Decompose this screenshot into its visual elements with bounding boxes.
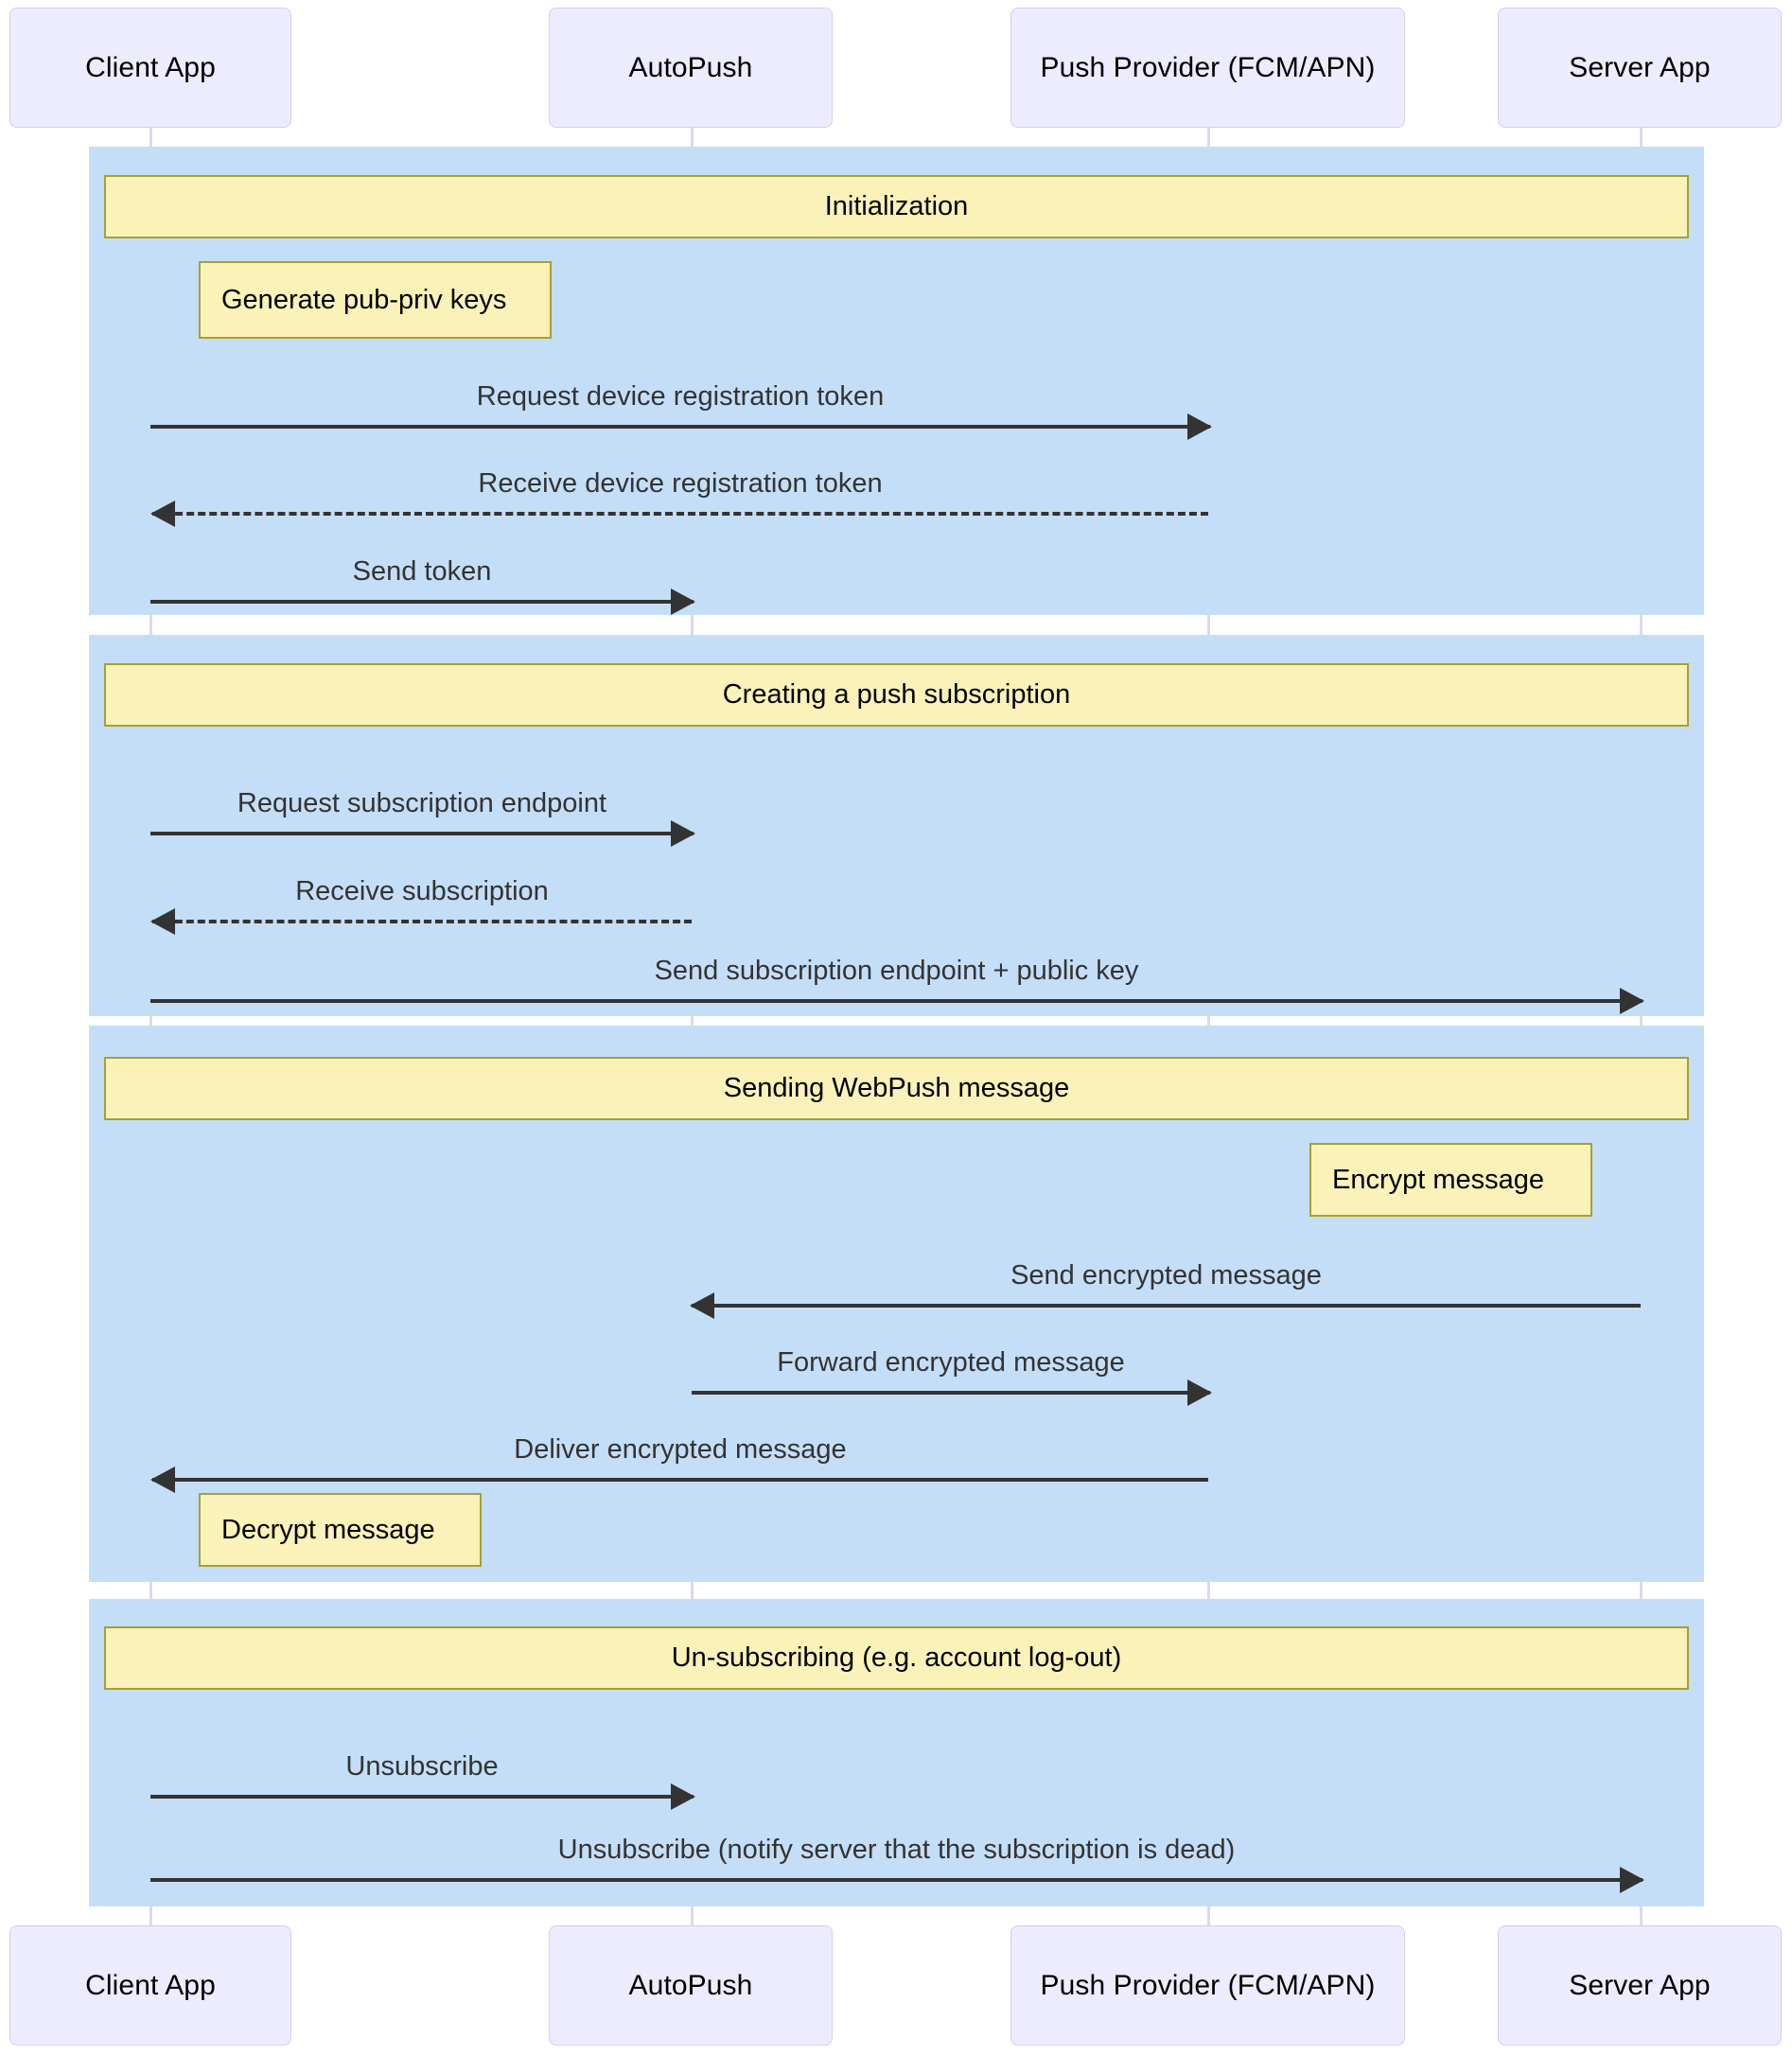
message-label: Forward encrypted message (777, 1347, 1125, 1378)
participant-label: AutoPush (628, 1970, 753, 2001)
message-label: Unsubscribe (notify server that the subs… (557, 1835, 1236, 1865)
message-line (150, 425, 1210, 429)
message-arrowhead (150, 501, 175, 527)
participant-bottom-provider[interactable]: Push Provider (FCM/APN) (1010, 1925, 1405, 2046)
message-label: Deliver encrypted message (514, 1434, 847, 1465)
message-sending-webpush-2: Deliver encrypted message (150, 1434, 1208, 1493)
note-sending-webpush-1: Decrypt message (199, 1493, 482, 1567)
message-label: Receive subscription (295, 876, 549, 906)
message-arrowhead (150, 908, 175, 935)
participant-top-provider[interactable]: Push Provider (FCM/APN) (1010, 8, 1405, 128)
message-label: Send token (352, 556, 492, 587)
message-line (150, 832, 694, 835)
participant-label: Push Provider (FCM/APN) (1040, 52, 1376, 83)
participant-bottom-autopush[interactable]: AutoPush (549, 1925, 833, 2046)
message-initialization-0: Request device registration token (150, 381, 1212, 440)
message-line (692, 1304, 1641, 1308)
message-line (150, 1878, 1643, 1882)
message-arrowhead (1620, 988, 1644, 1014)
message-arrowhead (671, 588, 695, 615)
message-label: Send encrypted message (1010, 1260, 1322, 1291)
message-label: Request device registration token (476, 381, 885, 412)
section-title-unsubscribing: Un-subscribing (e.g. account log-out) (104, 1626, 1689, 1690)
message-line (152, 512, 1208, 516)
message-label: Receive device registration token (478, 468, 883, 499)
section-title-sending-webpush: Sending WebPush message (104, 1057, 1689, 1120)
participant-top-autopush[interactable]: AutoPush (549, 8, 833, 128)
participant-bottom-server[interactable]: Server App (1498, 1925, 1782, 2046)
message-initialization-2: Send token (150, 556, 695, 615)
message-creating-subscription-1: Receive subscription (150, 876, 692, 935)
message-label: Unsubscribe (345, 1751, 499, 1782)
note-sending-webpush-0: Encrypt message (1309, 1143, 1592, 1217)
message-arrowhead (671, 1783, 695, 1810)
message-label: Request subscription endpoint (237, 788, 607, 818)
message-creating-subscription-0: Request subscription endpoint (150, 788, 695, 847)
message-arrowhead (1620, 1867, 1644, 1893)
message-unsubscribing-0: Unsubscribe (150, 1751, 695, 1810)
message-arrowhead (1187, 1379, 1212, 1406)
section-title-initialization: Initialization (104, 175, 1689, 238)
participant-label: AutoPush (628, 52, 753, 83)
participant-label: Client App (85, 1970, 216, 2001)
participant-label: Server App (1569, 52, 1711, 83)
participant-label: Client App (85, 52, 216, 83)
message-line (150, 999, 1643, 1003)
participant-bottom-client[interactable]: Client App (9, 1925, 291, 2046)
note-initialization-0: Generate pub-priv keys (199, 261, 552, 339)
message-arrowhead (690, 1292, 714, 1319)
message-arrowhead (150, 1467, 175, 1493)
participant-label: Push Provider (FCM/APN) (1040, 1970, 1376, 2001)
participant-top-client[interactable]: Client App (9, 8, 291, 128)
message-label: Send subscription endpoint + public key (654, 956, 1139, 986)
section-title-creating-subscription: Creating a push subscription (104, 663, 1689, 727)
message-initialization-1: Receive device registration token (150, 468, 1208, 527)
message-sending-webpush-1: Forward encrypted message (692, 1347, 1212, 1406)
message-sending-webpush-0: Send encrypted message (690, 1260, 1641, 1319)
message-arrowhead (671, 820, 695, 847)
participant-top-server[interactable]: Server App (1498, 8, 1782, 128)
message-line (152, 920, 692, 923)
message-creating-subscription-2: Send subscription endpoint + public key (150, 956, 1644, 1014)
message-line (150, 600, 694, 604)
message-line (692, 1391, 1210, 1395)
message-line (152, 1478, 1208, 1482)
message-arrowhead (1187, 413, 1212, 440)
participant-label: Server App (1569, 1970, 1711, 2001)
message-line (150, 1795, 694, 1799)
message-unsubscribing-1: Unsubscribe (notify server that the subs… (150, 1835, 1644, 1893)
